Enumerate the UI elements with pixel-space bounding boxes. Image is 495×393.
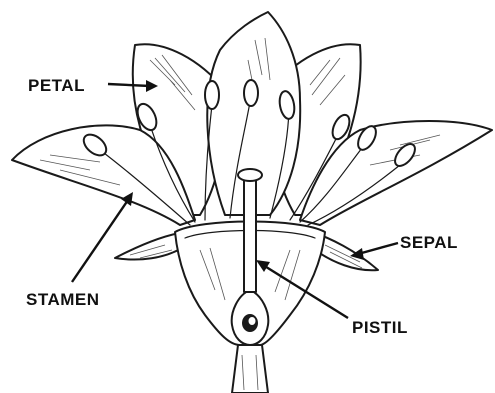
stem bbox=[232, 345, 268, 393]
sepal-label: SEPAL bbox=[400, 233, 458, 252]
sepal-arrow bbox=[358, 243, 398, 254]
petal-label: PETAL bbox=[28, 76, 85, 95]
pistil-label: PISTIL bbox=[352, 318, 408, 337]
stamen-anther bbox=[244, 80, 258, 106]
style bbox=[244, 180, 256, 292]
stigma bbox=[238, 169, 262, 181]
stamen-label: STAMEN bbox=[26, 290, 100, 309]
stamen-anther bbox=[205, 81, 219, 109]
stamen-arrow bbox=[72, 200, 128, 282]
